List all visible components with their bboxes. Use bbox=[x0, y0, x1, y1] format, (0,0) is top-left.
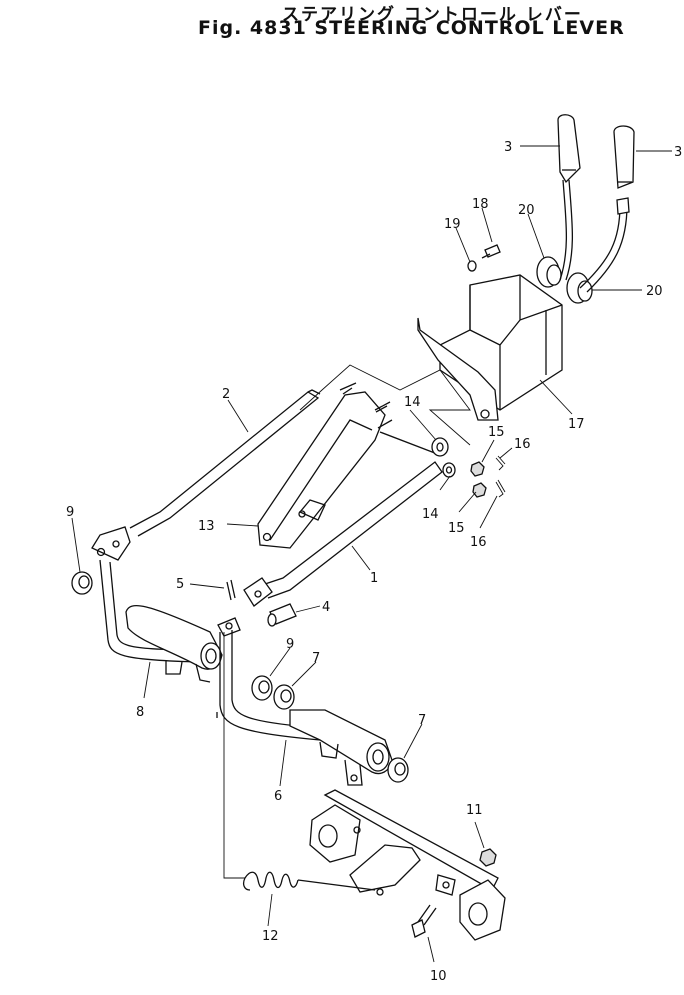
part-9-bushing-center bbox=[251, 675, 273, 701]
part-12-spring bbox=[243, 871, 376, 891]
callout-9-left: 9 bbox=[66, 505, 74, 520]
callout-8: 8 bbox=[136, 705, 144, 720]
callout-15-upper: 15 bbox=[488, 425, 505, 440]
callout-11: 11 bbox=[466, 803, 483, 818]
title-japanese: ステアリング コントロール レバー bbox=[282, 5, 583, 25]
callout-14-upper: 14 bbox=[404, 395, 421, 410]
callout-10: 10 bbox=[430, 969, 447, 984]
callout-2: 2 bbox=[222, 387, 230, 402]
callout-14-lower: 14 bbox=[422, 507, 439, 522]
callout-16-upper: 16 bbox=[514, 437, 531, 452]
part-7-bushing-center bbox=[273, 684, 295, 710]
callout-9-center: 9 bbox=[286, 637, 294, 652]
callout-7-center: 7 bbox=[312, 651, 320, 666]
callout-16-lower: 16 bbox=[470, 535, 487, 550]
part-1-rod bbox=[243, 431, 443, 607]
part-14-rod-end-upper bbox=[431, 437, 449, 457]
callout-18: 18 bbox=[472, 197, 489, 212]
assembly-guide-line bbox=[223, 632, 245, 879]
callout-12: 12 bbox=[262, 929, 279, 944]
part-17-housing-box bbox=[439, 274, 563, 411]
part-8-lever bbox=[91, 526, 223, 683]
callout-3-left: 3 bbox=[504, 140, 512, 155]
part-3-lever-right bbox=[579, 125, 635, 293]
leader-lines bbox=[71, 145, 672, 963]
callout-20-upper: 20 bbox=[518, 203, 535, 218]
part-3-lever-left bbox=[557, 114, 581, 281]
part-11-nut bbox=[479, 848, 497, 867]
base-mounting-plate bbox=[309, 789, 506, 941]
part-10-bolt bbox=[411, 904, 437, 938]
callout-15-lower: 15 bbox=[448, 521, 465, 536]
callout-4: 4 bbox=[322, 600, 330, 615]
part-2-rod bbox=[129, 389, 321, 537]
callout-20-lower: 20 bbox=[646, 284, 663, 299]
part-7-bushing-right bbox=[387, 757, 409, 783]
part-4-clevis-pin bbox=[267, 603, 297, 627]
part-6-lever bbox=[216, 617, 393, 786]
callout-7-right: 7 bbox=[418, 713, 426, 728]
callout-19: 19 bbox=[444, 217, 461, 232]
part-13-bracket bbox=[257, 382, 393, 549]
callout-17: 17 bbox=[568, 417, 585, 432]
callout-5: 5 bbox=[176, 577, 184, 592]
callout-3-right: 3 bbox=[674, 145, 682, 160]
part-9-bushing-left bbox=[71, 571, 93, 595]
callout-1: 1 bbox=[370, 571, 378, 586]
part-14-rod-end-lower bbox=[442, 462, 456, 478]
part-16-cotter-pins bbox=[495, 455, 506, 498]
part-18-bolt bbox=[481, 244, 501, 259]
part-5-pin bbox=[226, 579, 236, 601]
figure-title: Fig. 4831 STEERING CONTROL LEVER bbox=[198, 17, 625, 39]
housing-bracket-plate bbox=[417, 317, 499, 421]
part-19-washer bbox=[467, 260, 477, 272]
callout-6: 6 bbox=[274, 789, 282, 804]
callout-13: 13 bbox=[198, 519, 215, 534]
part-15-nuts bbox=[470, 461, 487, 498]
